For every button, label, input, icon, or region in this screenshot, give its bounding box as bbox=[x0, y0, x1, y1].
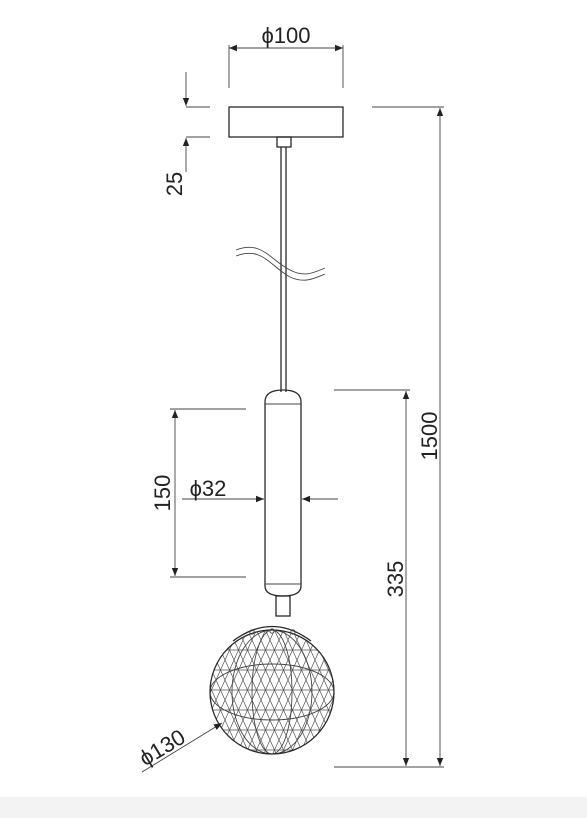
body-diameter-label: ϕ32 bbox=[190, 476, 227, 501]
overall-height-label: 1500 bbox=[417, 412, 442, 461]
canopy-diameter-dimension: ϕ100 bbox=[228, 23, 344, 88]
lamp-body-tube bbox=[264, 389, 302, 617]
suspension-cord bbox=[235, 147, 326, 392]
footer-band bbox=[0, 797, 587, 818]
lamp-drop-label: 335 bbox=[383, 561, 408, 598]
body-length-label: 150 bbox=[150, 475, 175, 512]
lamp-drop-dimension: 335 bbox=[334, 389, 410, 768]
screw-icon bbox=[249, 629, 255, 635]
canopy-diameter-label: ϕ100 bbox=[261, 23, 310, 48]
globe-diameter-label: ϕ130 bbox=[135, 724, 190, 771]
canopy-height-label: 25 bbox=[162, 172, 187, 196]
globe-diameter-dimension: ϕ130 bbox=[135, 722, 223, 773]
overall-height-dimension: 1500 bbox=[372, 106, 444, 768]
canopy-height-dimension: 25 bbox=[162, 72, 210, 196]
crystal-globe bbox=[209, 625, 335, 755]
canopy bbox=[228, 106, 344, 148]
screw-icon bbox=[290, 629, 296, 635]
body-diameter-dimension: ϕ32 bbox=[182, 476, 338, 503]
screw-icon bbox=[269, 628, 275, 634]
body-length-dimension: 150 bbox=[150, 408, 246, 578]
